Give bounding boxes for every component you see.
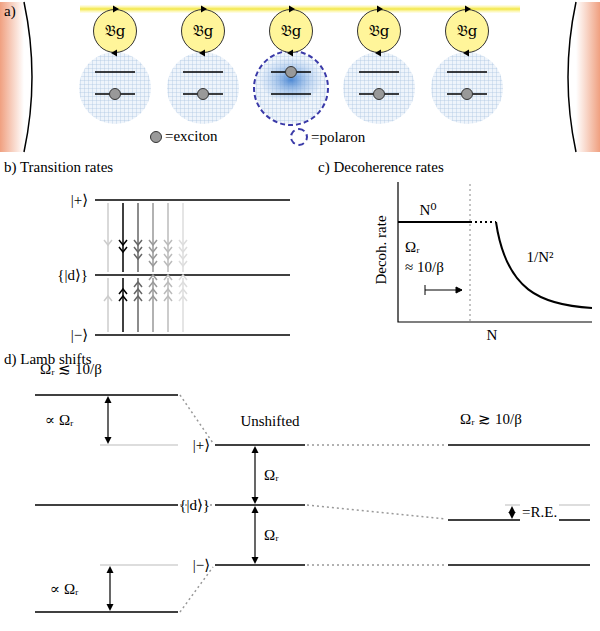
site-sphere: [79, 52, 151, 124]
axis-label: N: [487, 326, 498, 344]
panel-label: c) Decoherence rates: [318, 158, 444, 176]
shift-label: =R.E.: [520, 503, 559, 521]
shift-label: ∝ Ωᵣ: [45, 411, 74, 429]
gap-label: Ωᵣ: [262, 466, 281, 484]
bath-circle: 𝔅g: [269, 9, 313, 53]
level-label: {|d⟩}: [57, 266, 88, 284]
legend-item: =exciton: [150, 128, 218, 145]
bath-label: 𝔅g: [193, 22, 214, 40]
legend-text: =polaron: [311, 129, 365, 146]
bath-label: 𝔅g: [105, 22, 126, 40]
gap-label: Ωᵣ: [262, 526, 281, 544]
regime-label: ≈ 10/β: [405, 258, 444, 276]
bath-circle: 𝔅g: [181, 9, 225, 53]
level-label: |+⟩: [193, 436, 210, 454]
regime-label: Ωᵣ ≳ 10/β: [460, 410, 522, 428]
shift-label: ∝ Ωᵣ: [50, 580, 79, 598]
bath-label: 𝔅g: [281, 22, 302, 40]
site-sphere: [343, 52, 415, 124]
bath-label: 𝔅g: [457, 22, 478, 40]
legend-text: =exciton: [165, 128, 218, 145]
exciton-swatch: [150, 131, 162, 143]
axis-label: Decoh. rate: [372, 215, 390, 284]
regime-label: Ωᵣ ≲ 10/β: [40, 360, 102, 378]
column-label: Unshifted: [240, 412, 299, 430]
level-label: |+⟩: [71, 191, 88, 209]
site-sphere: [254, 51, 328, 125]
level-label: {|d⟩}: [179, 496, 210, 514]
bath-circle: 𝔅g: [93, 9, 137, 53]
legend-item: =polaron: [290, 128, 365, 146]
level-label: |−⟩: [71, 326, 88, 344]
curve-label: 1/N²: [527, 248, 554, 266]
polaron-swatch: [290, 128, 308, 146]
site-sphere: [431, 52, 503, 124]
bath-circle: 𝔅g: [357, 9, 401, 53]
bath-label: 𝔅g: [369, 22, 390, 40]
curve-label: N⁰: [420, 201, 437, 219]
regime-label: Ωᵣ: [405, 238, 420, 256]
panel-label: b) Transition rates: [4, 158, 113, 176]
bath-circle: 𝔅g: [445, 9, 489, 53]
site-sphere: [167, 52, 239, 124]
level-label: |−⟩: [193, 556, 210, 574]
panel-label: a): [4, 2, 16, 20]
